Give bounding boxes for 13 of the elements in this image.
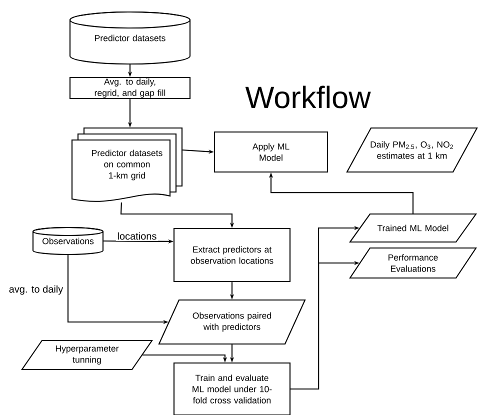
document-stack: Predictor datasets on common 1-km grid	[71, 127, 183, 202]
data-parallelogram: Daily PM$_{2.5}$, O$_{3}$, NO$_{2}$ estimates at 1 km	[346, 127, 478, 173]
edge-label: avg. to daily	[8, 284, 64, 296]
title: Workflow	[245, 86, 371, 108]
process-box: Avg. to daily, regrid, and gap fill	[69, 76, 191, 100]
edge-label: locations	[116, 231, 158, 241]
process-box: Extract predictors at observation locations	[173, 228, 291, 282]
database-cylinder: Observations	[32, 226, 104, 256]
data-parallelogram: Observations paired with predictors	[158, 299, 306, 345]
data-parallelogram: Performance Evaluations	[349, 247, 477, 279]
process-box: Apply ML Model	[214, 131, 328, 173]
database-cylinder: Predictor datasets	[69, 11, 191, 65]
process-box: Train and evaluate ML model under 10-fold cross validation	[173, 362, 291, 415]
